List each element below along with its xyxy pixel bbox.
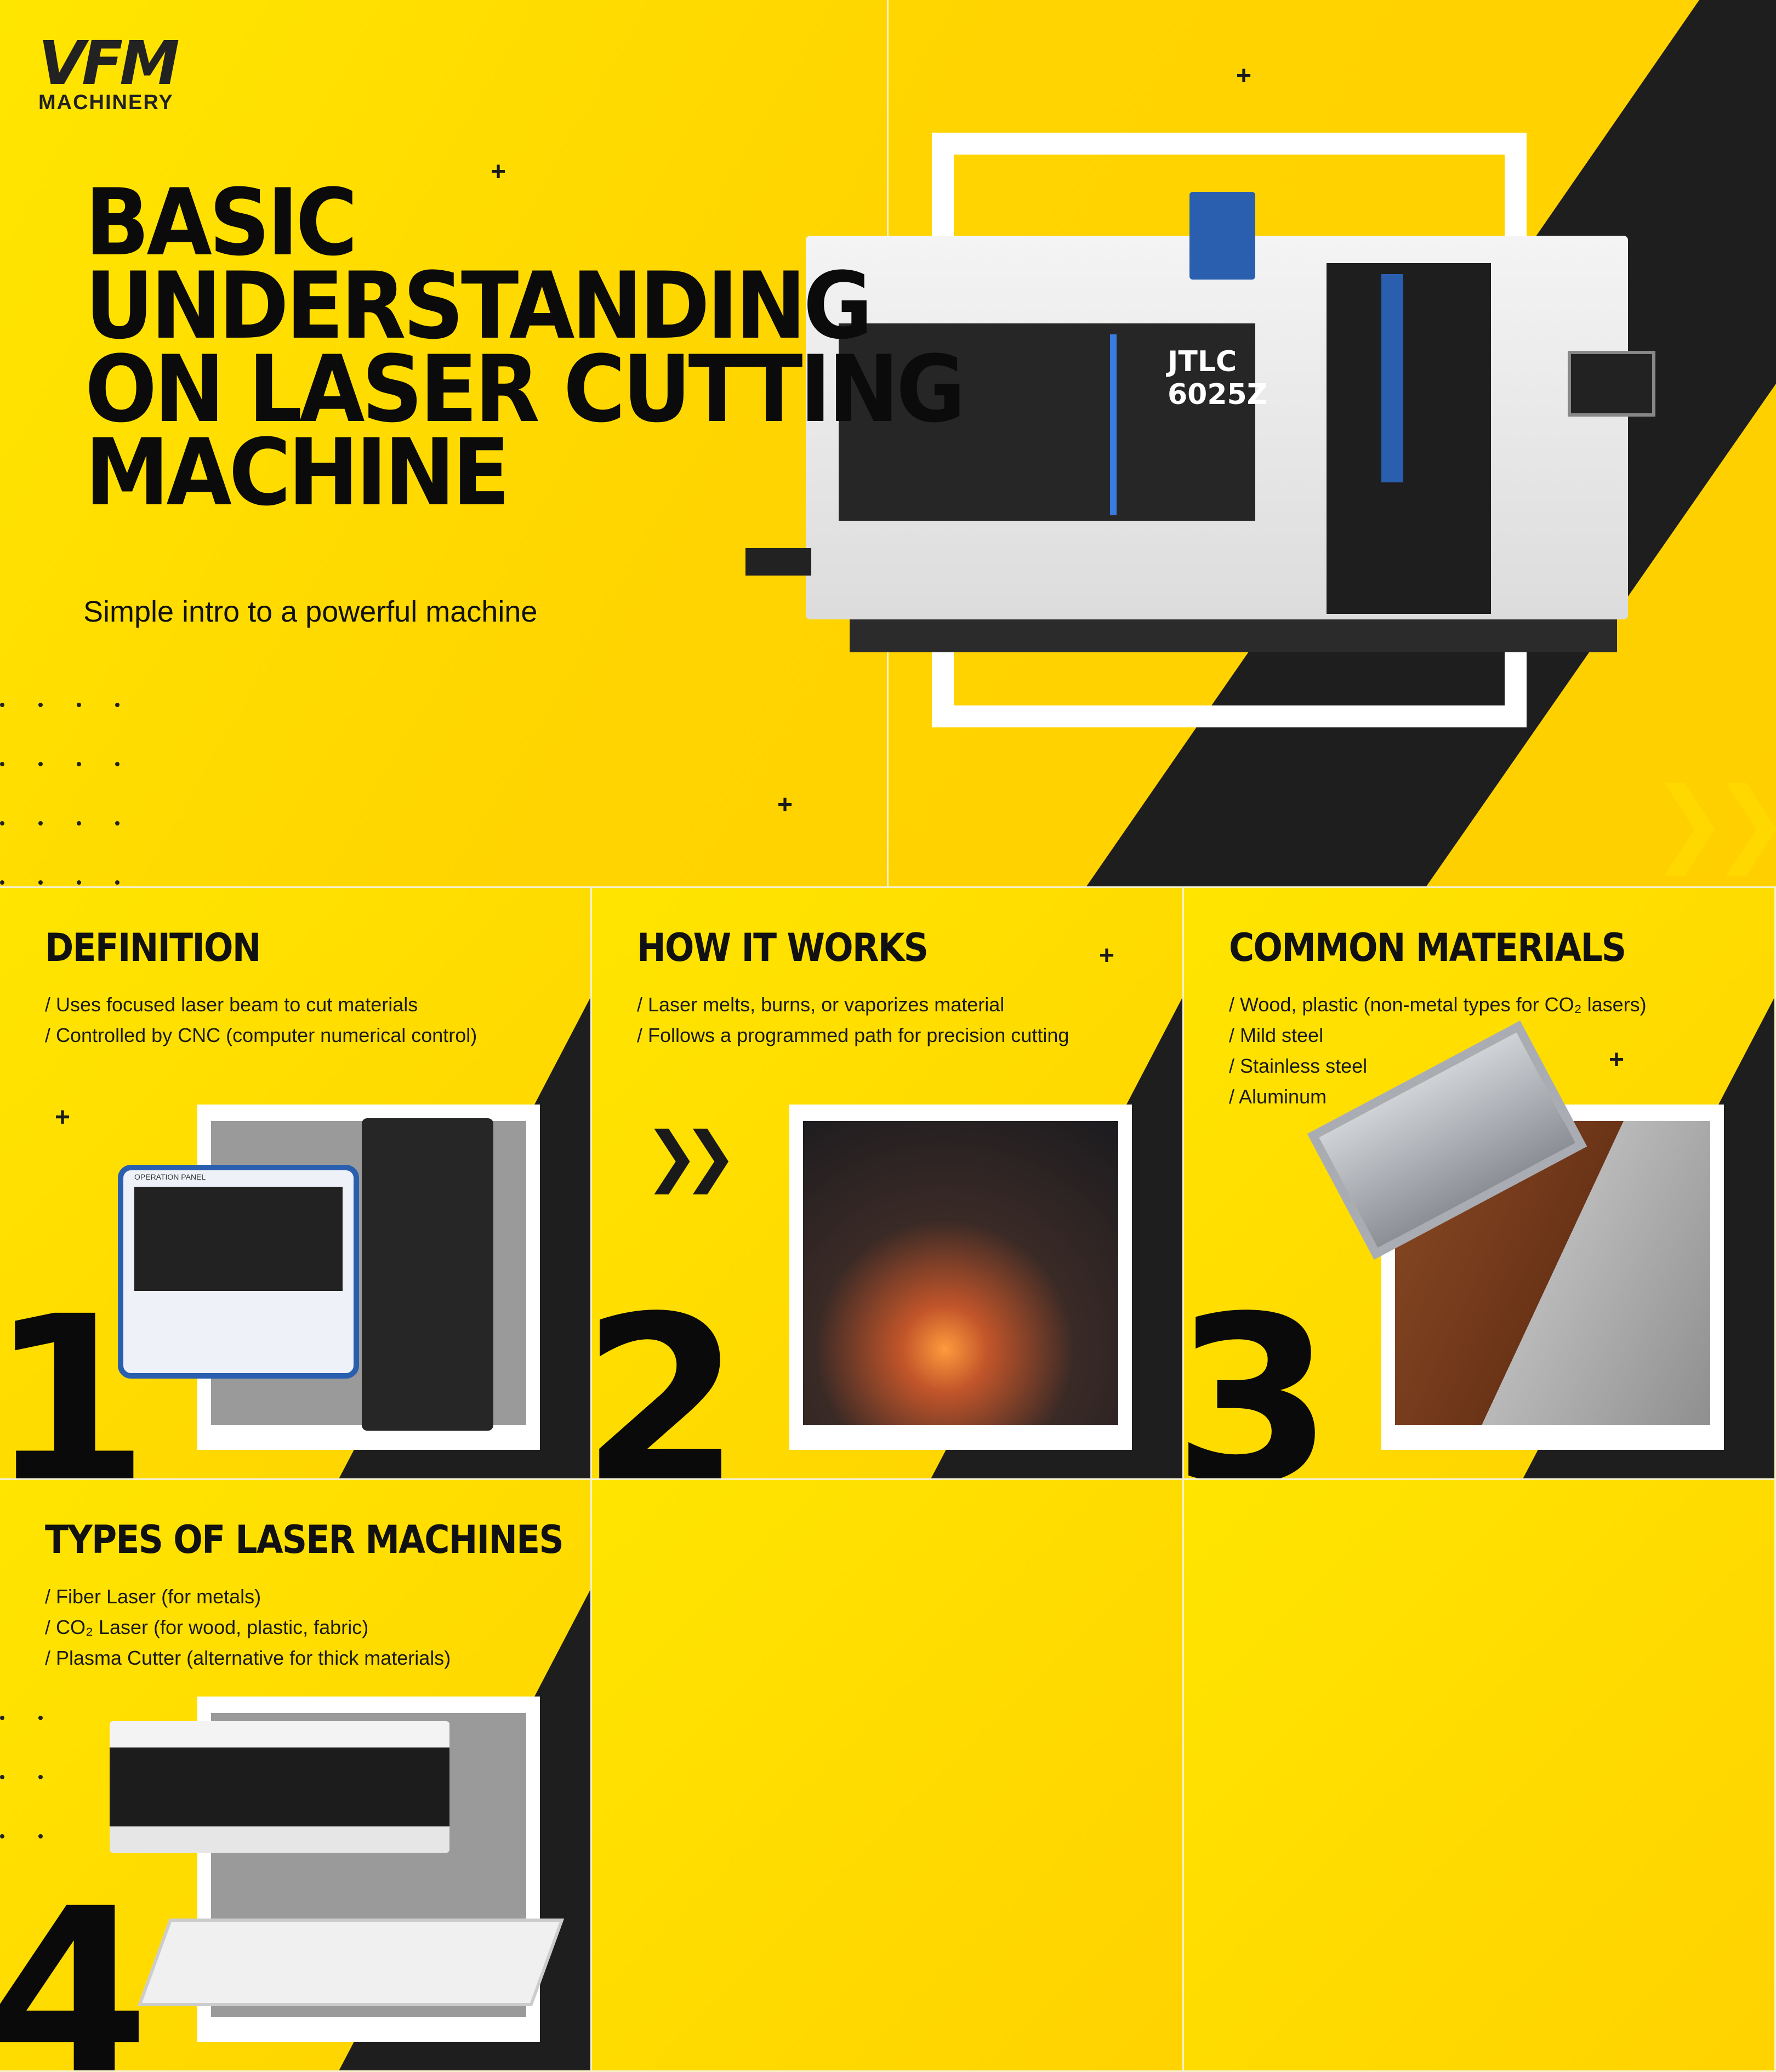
bullet-list: Wood, plastic (non-metal types for CO₂ l… [1229,989,1647,1112]
bullet-list: Laser melts, burns, or vaporizes materia… [637,989,1069,1051]
plus-icon: + [55,1103,71,1132]
list-item: Uses focused laser beam to cut materials [45,989,477,1020]
dot-grid [0,703,153,885]
laser-head [362,1118,493,1431]
double-chevron-icon: ❯❯ [1650,767,1776,876]
plus-icon: + [777,790,793,819]
logo-subtitle: MACHINERY [38,91,174,114]
section-title: HOW IT WORKS [637,925,929,970]
page-subtitle: Simple intro to a powerful machine [83,595,538,628]
list-item: Stainless steel [1229,1051,1647,1081]
section-how-it-works: HOW IT WORKS Laser melts, burns, or vapo… [592,888,1184,1480]
section-title: COMMON MATERIALS [1229,925,1626,970]
dot-grid [0,1716,77,1838]
open-bed-machine [137,1919,565,2006]
section-number: 1 [0,1267,150,1480]
section-title: DEFINITION [45,925,261,970]
enclosed-fiber-machine [110,1721,449,1853]
section-types: TYPES OF LASER MACHINES Fiber Laser (for… [0,1480,592,2072]
list-item: Aluminum [1229,1081,1647,1112]
section-common-materials: COMMON MATERIALS Wood, plastic (non-meta… [1184,888,1776,1480]
section-definition: DEFINITION Uses focused laser beam to cu… [0,888,592,1480]
list-item: Plasma Cutter (alternative for thick mat… [45,1643,451,1673]
section-number: 2 [592,1267,742,1480]
list-item: Mild steel [1229,1020,1647,1051]
empty-cell [592,1480,1184,2072]
section-number: 4 [0,1859,150,2072]
section-number: 3 [1184,1267,1334,1480]
laser-cutting-sparks-image [803,1121,1118,1425]
brand-logo: VFM MACHINERY [38,28,180,115]
double-chevron-icon: ❯❯ [644,1118,738,1194]
bullet-list: Uses focused laser beam to cut materials… [45,989,477,1051]
list-item: Follows a programmed path for precision … [637,1020,1069,1051]
plus-icon: + [1609,1045,1625,1074]
empty-cell [1184,1480,1776,2072]
list-item: Controlled by CNC (computer numerical co… [45,1020,477,1051]
logo-mark: VFM [38,28,180,98]
bullet-list: Fiber Laser (for metals) CO₂ Laser (for … [45,1581,451,1673]
page-title: BASIC UNDERSTANDING ON LASER CUTTING MAC… [85,169,966,526]
section-title: TYPES OF LASER MACHINES [45,1517,564,1562]
plus-icon: + [1236,61,1252,90]
list-item: CO₂ Laser (for wood, plastic, fabric) [45,1612,451,1643]
list-item: Laser melts, burns, or vaporizes materia… [637,989,1069,1020]
operation-panel: OPERATION PANEL [118,1165,359,1379]
plus-icon: + [1099,941,1115,970]
list-item: Fiber Laser (for metals) [45,1581,451,1612]
list-item: Wood, plastic (non-metal types for CO₂ l… [1229,989,1647,1020]
plus-icon: + [491,157,506,186]
